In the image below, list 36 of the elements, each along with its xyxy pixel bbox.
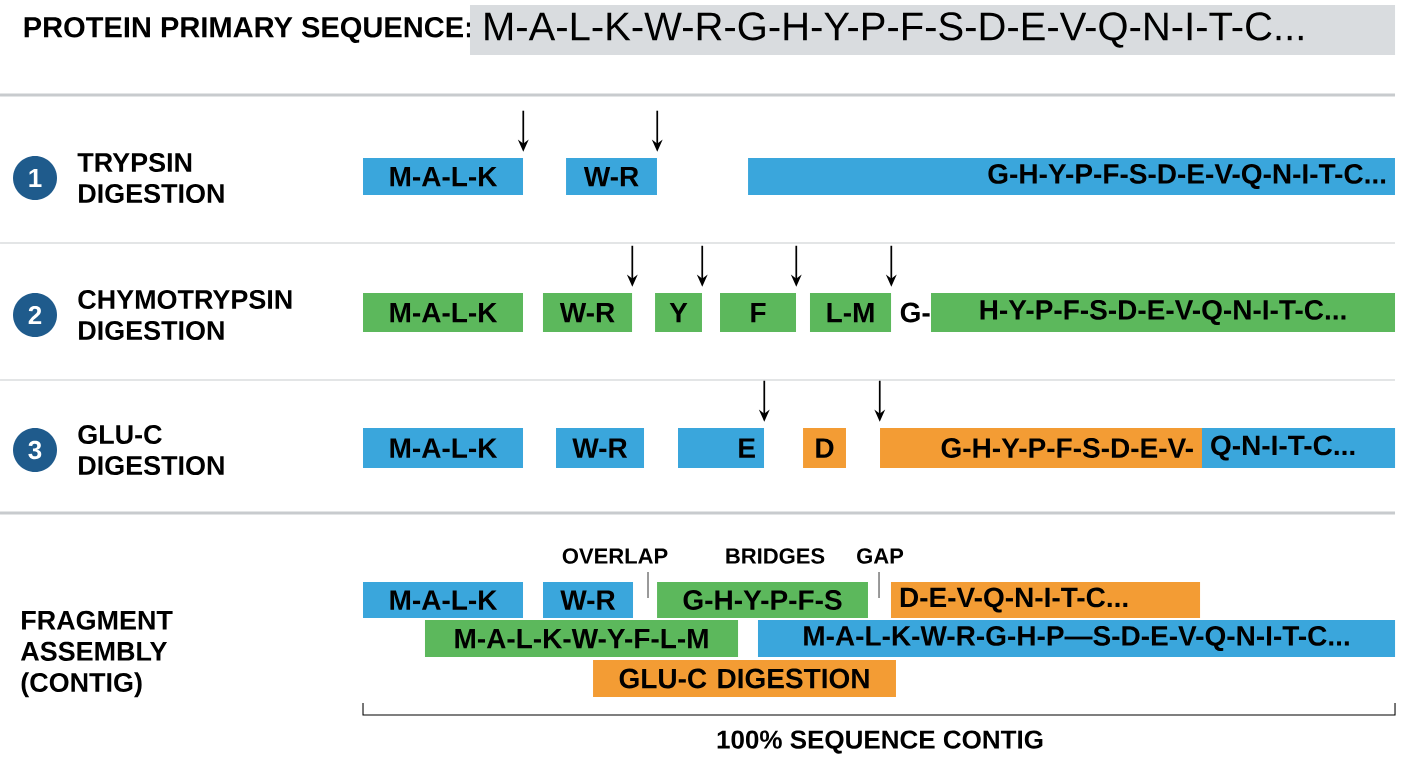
- annotation-label: GAP: [857, 548, 904, 564]
- fragment-box: W-R: [556, 428, 644, 468]
- fragment-box: G-H-Y-P-F-S-D-E-V-Q-N-I-T-C...: [748, 157, 1395, 196]
- sequence-text: G-: [900, 302, 930, 323]
- fragment-box: D: [803, 428, 846, 468]
- fragment-box: G-H-Y-P-F-S: [657, 582, 868, 618]
- fragment-box: M-A-L-K: [363, 428, 523, 468]
- step-number: 1: [13, 156, 57, 200]
- fragment-box: W-R: [542, 293, 633, 332]
- fragment-box: F: [720, 293, 796, 332]
- fragment-box: H-Y-P-F-S-D-E-V-Q-N-I-T-C...: [931, 293, 1395, 332]
- fragment-box: GLU-C DIGESTION: [593, 659, 896, 698]
- fragment-box: G-H-Y-P-F-S-D-E-V-: [880, 428, 1202, 468]
- fragment-box: Q-N-I-T-C...: [1202, 428, 1396, 468]
- fragment-box: E: [678, 428, 764, 468]
- title: PROTEIN PRIMARY SEQUENCE:: [24, 17, 471, 43]
- fragment-box: D-E-V-Q-N-I-T-C...: [891, 582, 1201, 618]
- fragment-box: M-A-L-K: [363, 157, 523, 196]
- fragment-box: M-A-L-K: [363, 293, 523, 332]
- fragment-box: M-A-L-K-W-R-G-H-P—S-D-E-V-Q-N-I-T-C...: [758, 620, 1396, 658]
- fragment-box: W-R: [543, 582, 633, 618]
- step-number: 2: [13, 293, 57, 337]
- bracket-label: 100% SEQUENCE CONTIG: [717, 730, 1043, 754]
- step-label: CHYMOTRYPSIN DIGESTION: [78, 289, 292, 341]
- annotation-label: OVERLAP: [562, 548, 668, 564]
- fragment-box: L-M: [810, 293, 892, 332]
- fragment-box: Y: [655, 293, 702, 332]
- sequence-box: M-A-L-K-W-R-G-H-Y-P-F-S-D-E-V-Q-N-I-T-C...: [470, 5, 1396, 55]
- fragment-box: W-R: [566, 157, 657, 196]
- step-label: GLU-C DIGESTION: [78, 424, 224, 476]
- fragment-box: M-A-L-K-W-Y-F-L-M: [425, 620, 739, 658]
- fragment-box: M-A-L-K: [363, 582, 523, 618]
- section-label: FRAGMENT ASSEMBLY (CONTIG): [20, 610, 173, 698]
- annotation-label: BRIDGES: [726, 548, 825, 564]
- step-number: 3: [13, 428, 57, 472]
- step-label: TRYPSIN DIGESTION: [77, 152, 224, 204]
